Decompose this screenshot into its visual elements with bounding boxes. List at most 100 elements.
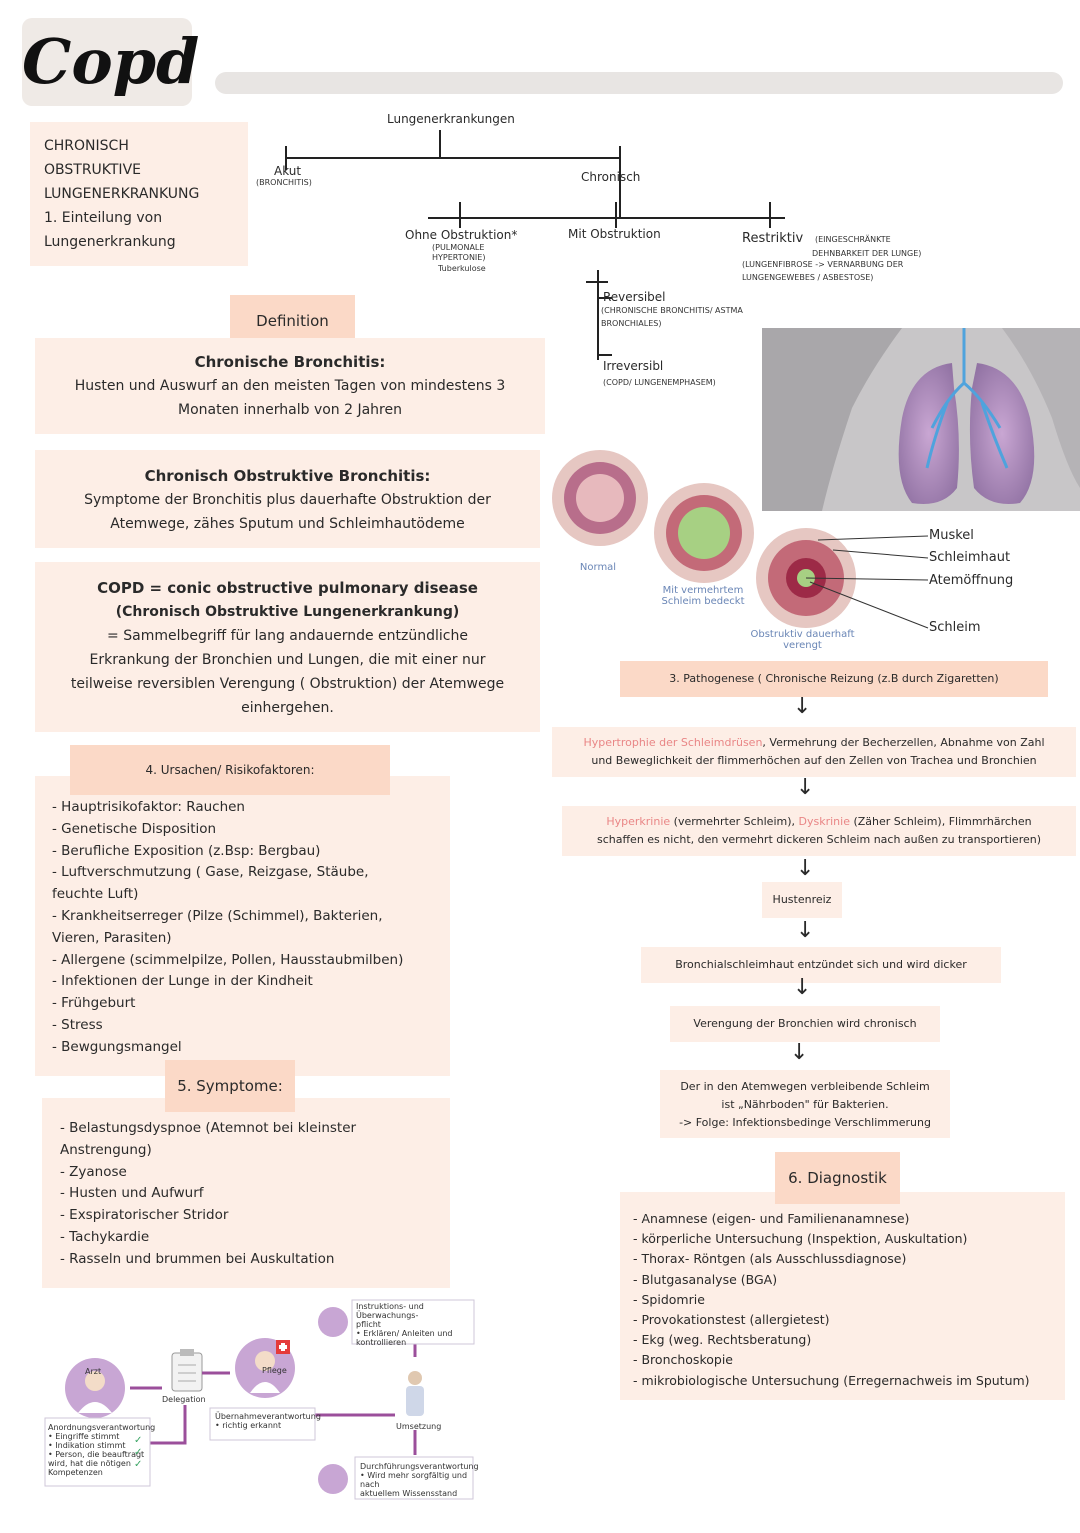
order-title: Anordnungsverantwortung [48, 1423, 156, 1432]
bronchus-normal [552, 450, 648, 546]
patient-figure [406, 1371, 424, 1416]
causes-heading: 4. Ursachen/ Risikofaktoren: [70, 745, 390, 795]
intro-line: CHRONISCH [44, 138, 129, 154]
intro-line: OBSTRUKTIVE [44, 162, 141, 178]
order-item: • Indikation stimmt [48, 1441, 126, 1450]
list-item: - Hauptrisikofaktor: Rauchen [52, 799, 245, 815]
highlight-text: Dyskrinie [798, 815, 850, 828]
instruction-item: • Erklären/ Anleiten und [356, 1329, 453, 1338]
execution-label: Umsetzung [396, 1422, 442, 1431]
instruction-item: kontrollieren [356, 1338, 407, 1347]
instruction-title: Instruktions- und Überwachungs- [356, 1302, 424, 1320]
highlight-text: Hyperkrinie [606, 815, 671, 828]
arrow-down-icon: ↓ [793, 694, 812, 719]
bronchus-mucus-label-line: Schleim bedeckt [661, 596, 745, 607]
arrow-down-icon: ↓ [796, 918, 815, 943]
tree-acute-label: Akut [274, 164, 302, 178]
clipboard-icon [171, 1349, 203, 1392]
nurse-label: Pflege [262, 1366, 287, 1375]
lungs-illustration [762, 328, 1080, 511]
symptoms-list: - Belastungsdyspnoe (Atemnot bei kleinst… [60, 1118, 445, 1271]
tree-root-label: Lungenerkrankungen [387, 112, 515, 126]
pathogenesis-step-3: Hustenreiz [762, 882, 842, 918]
check-icon: ✓ [134, 1447, 143, 1458]
list-item: - Krankheitserreger (Pilze (Schimmel), B… [52, 907, 383, 924]
tree-irreversible-note: (COPD/ LUNGENEMPHASEM) [603, 378, 716, 387]
order-item: • Eingriffe stimmt [48, 1432, 120, 1441]
tree-reversible-note: BRONCHIALES) [601, 319, 662, 328]
bronchus-label-muscle: Muskel [929, 528, 974, 543]
bronchus-mucus [654, 483, 754, 583]
definition-block-title: COPD = conic obstructive pulmonary disea… [97, 579, 478, 597]
list-item: - Bewgungsmangel [52, 1038, 182, 1055]
definition-block-line: Atemwege, zähes Sputum und Schleimhautöd… [110, 516, 465, 532]
takeover-title: Übernahmeverantwortung [215, 1412, 321, 1421]
definition-block-obstructive-bronchitis: Chronisch Obstruktive Bronchitis: Sympto… [35, 450, 540, 548]
tree-reversible-note: (CHRONISCHE BRONCHITIS/ ASTMA [601, 306, 743, 315]
definition-block-line: (Chronisch Obstruktive Lungenerkrankung) [115, 604, 460, 620]
exec-title: Durchführungsverantwortung [360, 1462, 479, 1471]
list-item: - Exspiratorischer Stridor [60, 1207, 229, 1224]
list-item: - Rasseln und brummen bei Auskultation [60, 1250, 335, 1267]
tree-restrictive-note: (LUNGENFIBROSE -> VERNARBUNG DER [742, 260, 904, 269]
doctor-avatar [65, 1358, 125, 1418]
instruction-title: pflicht [356, 1320, 381, 1329]
tree-restrictive-note: LUNGENGEWEBES / ASBESTOSE) [742, 273, 874, 282]
exec-item: aktuellem Wissensstand [360, 1489, 458, 1498]
definition-block-line: Monaten innerhalb von 2 Jahren [177, 402, 402, 418]
step-text: und Beweglichkeit der flimmerhöchen auf … [591, 754, 1037, 767]
list-item: - Frühgeburt [52, 995, 136, 1012]
intro-line: LUNGENERKRANKUNG [44, 186, 200, 202]
diagnostics-box [620, 1192, 1065, 1400]
page-title: Copd [22, 18, 199, 106]
bronchus-label-opening: Atemöffnung [929, 573, 1014, 588]
bronchus-obstructed [756, 528, 856, 628]
list-item: - Spidomrie [633, 1291, 705, 1307]
tree-without-obstruction-label: Ohne Obstruktion* [405, 228, 518, 242]
highlight-text: Hypertrophie der Schleimdrüsen [583, 736, 763, 749]
bronchus-obstructed-label: Obstruktiv dauerhaft verengt [735, 629, 870, 651]
doctor-label: Arzt [85, 1367, 102, 1376]
definition-block-title: Chronisch Obstruktive Bronchitis: [144, 467, 431, 485]
tree-restrictive-note: DEHNBARKEIT DER LUNGE) [812, 249, 922, 258]
arrow-down-icon: ↓ [793, 975, 812, 1000]
pathogenesis-step-2: Hyperkrinie (vermehrter Schleim), Dyskri… [562, 806, 1076, 856]
title-underline-bar [215, 72, 1063, 94]
arrow-down-icon: ↓ [796, 856, 815, 881]
list-item: - Tachykardie [60, 1228, 150, 1245]
bronchus-obstructed-label-line: verengt [783, 640, 822, 651]
step-text: ist „Nährboden" für Bakterien. [721, 1098, 889, 1111]
list-item: - Luftverschmutzung ( Gase, Reizgase, St… [52, 864, 369, 881]
arrow-down-icon: ↓ [790, 1040, 809, 1065]
nurse-avatar [235, 1338, 295, 1398]
list-item: - Zyanose [60, 1163, 127, 1180]
definition-block-line: Husten und Auswurf an den meisten Tagen … [74, 378, 506, 394]
instruction-box: Instruktions- und Überwachungs- pflicht … [356, 1302, 476, 1347]
intro-box: CHRONISCH OBSTRUKTIVE LUNGENERKRANKUNG 1… [30, 122, 248, 266]
tree-irreversible-label: Irreversibl [603, 359, 664, 373]
delegation-label: Delegation [162, 1395, 206, 1404]
bronchus-normal-label: Normal [579, 562, 617, 573]
tree-acute-note: (BRONCHITIS) [256, 178, 312, 187]
bronchus-mucus-label: Mit vermehrtem Schleim bedeckt [648, 585, 758, 607]
bronchi-diagram [552, 450, 929, 629]
tree-chronic-label: Chronisch [581, 170, 641, 184]
order-box: Anordnungsverantwortung • Eingriffe stim… [48, 1423, 156, 1477]
list-item: - Belastungsdyspnoe (Atemnot bei kleinst… [60, 1120, 357, 1136]
list-item: - mikrobiologische Untersuchung (Erreger… [633, 1372, 1030, 1388]
order-item: Kompetenzen [48, 1468, 103, 1477]
tree-restrictive-note: (EINGESCHRÄNKTE [815, 235, 891, 244]
symptoms-box [42, 1098, 450, 1288]
delegation-infographic [44, 1299, 475, 1500]
checkmarks: ✓ ✓ ✓ [134, 1435, 142, 1471]
diagnostics-heading: 6. Diagnostik [775, 1152, 900, 1204]
list-item: - Infektionen der Lunge in der Kindheit [52, 973, 313, 990]
pathogenesis-step-6: Der in den Atemwegen verbleibende Schlei… [660, 1070, 950, 1138]
pathogenesis-step-4: Bronchialschleimhaut entzündet sich und … [641, 947, 1001, 983]
symptoms-heading: 5. Symptome: [165, 1060, 295, 1112]
step-text: Der in den Atemwegen verbleibende Schlei… [680, 1080, 930, 1093]
order-item: wird, hat die nötigen [48, 1459, 131, 1468]
list-item: - körperliche Untersuchung (Inspektion, … [633, 1231, 968, 1247]
bronchus-obstructed-label-line: Obstruktiv dauerhaft [750, 629, 855, 640]
step-text: schaffen es nicht, den vermehrt dickeren… [596, 833, 1042, 846]
